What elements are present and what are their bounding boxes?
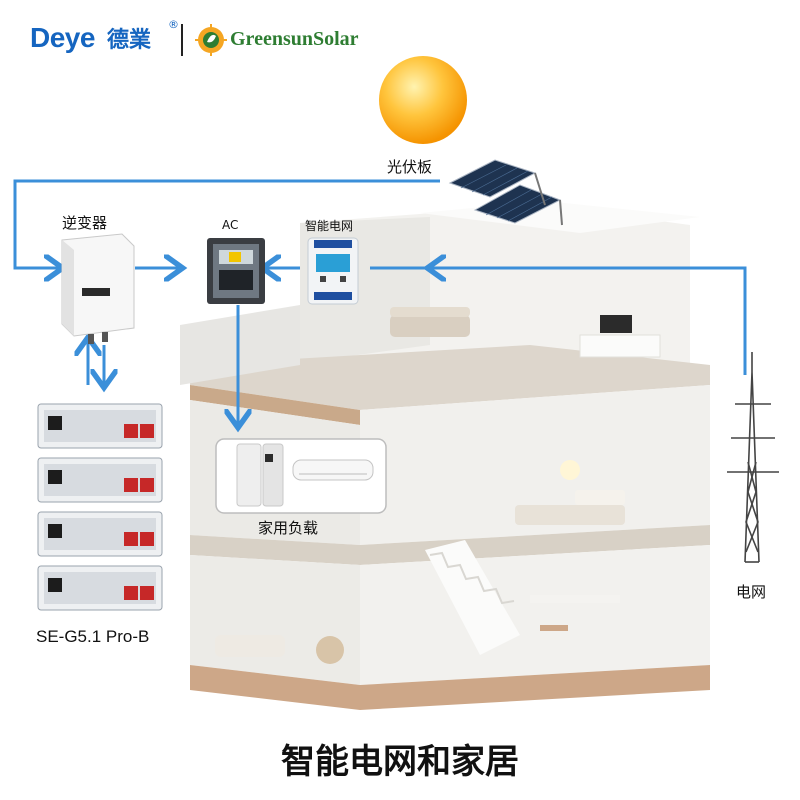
grid-label: 电网 — [736, 583, 767, 601]
sun-icon — [379, 56, 467, 144]
smart-meter-label: 智能电网 — [305, 219, 354, 233]
greensun-logo-icon — [195, 24, 227, 56]
brand-divider — [181, 24, 183, 56]
ac-label: AC — [222, 218, 239, 232]
transmission-tower-icon — [727, 352, 779, 563]
battery-stack-icon — [37, 403, 163, 611]
solar-panel-icon — [448, 159, 563, 226]
home-load-label: 家用负载 — [258, 519, 319, 537]
footer-title: 智能电网和家居 — [281, 742, 519, 782]
inverter-icon — [61, 233, 135, 344]
ac-distribution-box-icon — [207, 238, 265, 304]
deye-logo: Deye — [30, 22, 95, 53]
pv-label: 光伏板 — [387, 158, 433, 176]
home-load-panel — [215, 438, 387, 514]
registered-mark: ® — [168, 18, 179, 31]
greensun-logo-text: GreensunSolar — [230, 28, 359, 50]
deye-chinese-logo: 德業 — [107, 27, 152, 53]
inverter-label: 逆变器 — [62, 214, 108, 232]
smart-meter-icon — [307, 237, 359, 305]
battery-model-label: SE-G5.1 Pro-B — [36, 627, 150, 646]
